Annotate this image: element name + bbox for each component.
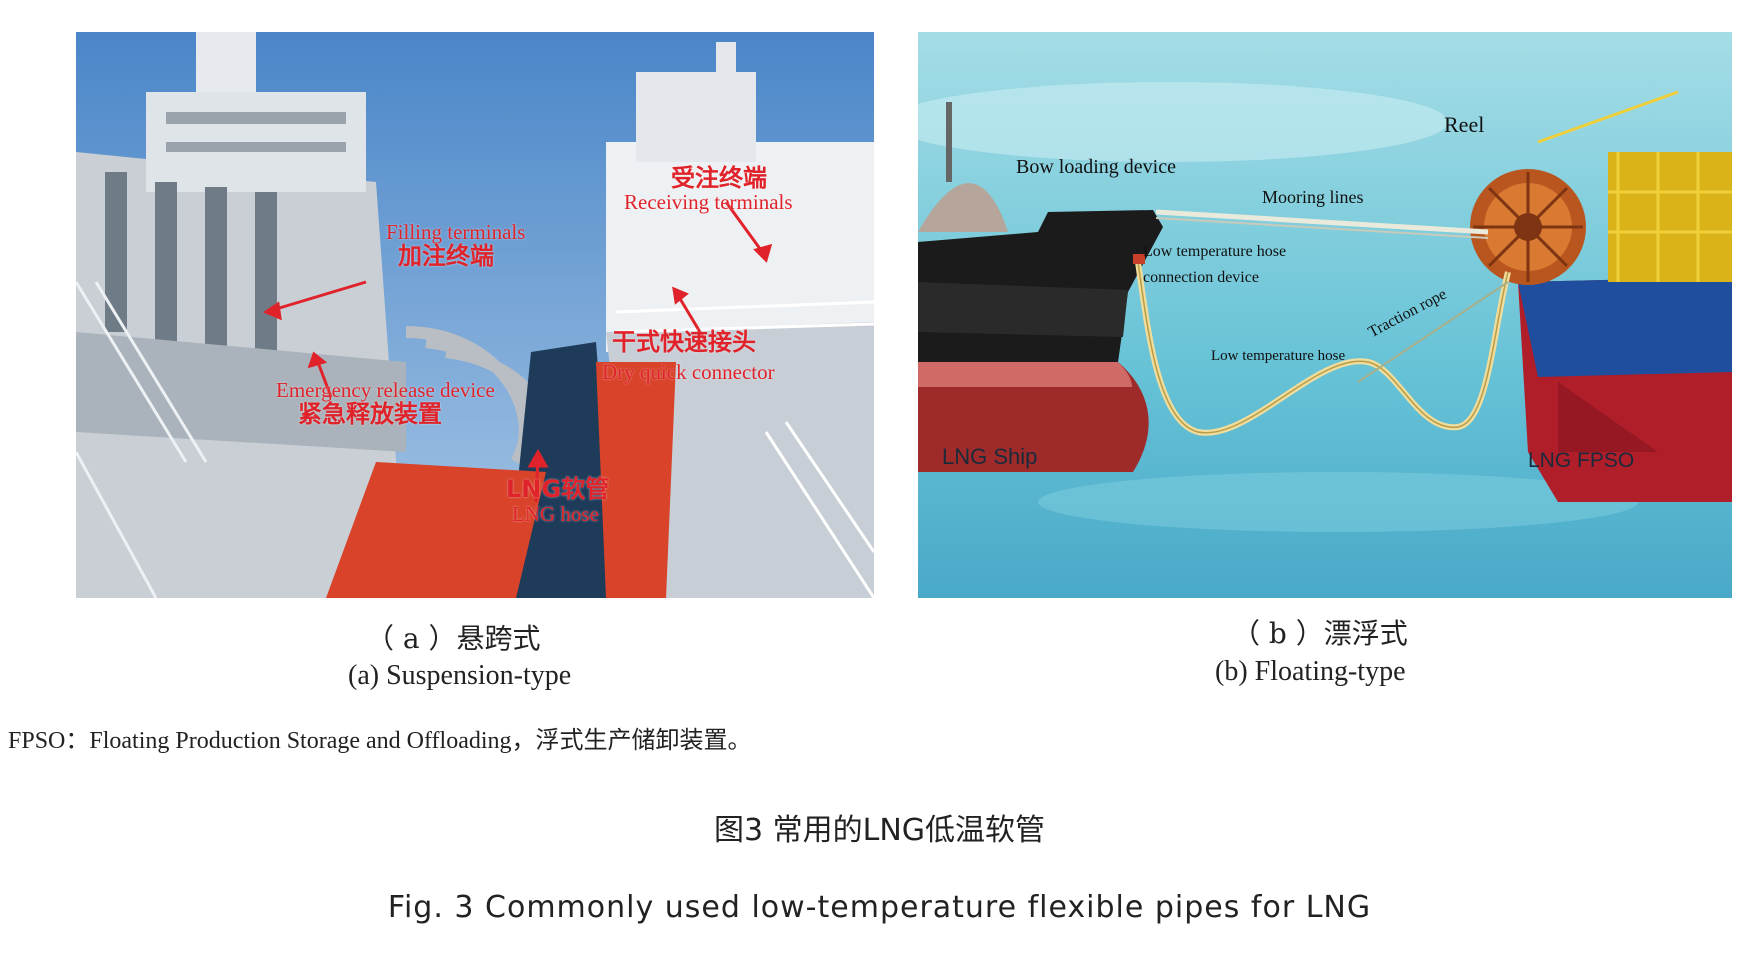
lt-hose-connection-line1-label: Low temperature hose [1143, 243, 1287, 260]
lng-ship-label: LNG Ship [942, 444, 1038, 469]
emergency-release-device-zh-label: 紧急释放装置 [298, 400, 442, 428]
emergency-release-device-en-label: Emergency release device [276, 378, 495, 402]
mooring-lines-label: Mooring lines [1262, 187, 1364, 207]
filling-terminals-zh-label: 加注终端 [398, 242, 494, 270]
fpso-note: FPSO：Floating Production Storage and Off… [8, 728, 752, 754]
dry-quick-connector-zh-label: 干式快速接头 [612, 328, 756, 356]
filling-terminals-en-label: Filling terminals [386, 220, 526, 244]
reel-label: Reel [1444, 112, 1485, 137]
bow-loading-device-label: Bow loading device [1016, 156, 1176, 178]
floating-scene-illustration [918, 32, 1732, 598]
lng-hose-zh-label: LNG软管 [506, 475, 610, 503]
caption-a-zh: （ a ）悬跨式 [366, 622, 541, 655]
dry-quick-connector-en-label: Dry quick connector [602, 360, 775, 384]
suspension-scene-illustration [76, 32, 874, 598]
figure-caption-zh: 图3 常用的LNG低温软管 [713, 813, 1046, 848]
photo-suspension-type: 受注终端 Receiving terminals Filling termina… [76, 32, 874, 598]
lt-hose-label: Low temperature hose [1211, 348, 1346, 364]
illustration-floating-type: Reel Bow loading device Mooring lines Lo… [918, 32, 1732, 598]
figure-caption-en: Fig. 3 Commonly used low-temperature fle… [387, 890, 1372, 925]
caption-b-en: (b) Floating-type [1215, 656, 1406, 687]
receiving-terminals-en-label: Receiving terminals [624, 190, 793, 214]
lng-fpso-label: LNG FPSO [1528, 449, 1635, 472]
lt-hose-connection-line2-label: connection device [1143, 269, 1259, 286]
caption-b-zh: （ b ）漂浮式 [1232, 617, 1408, 650]
caption-a-en: (a) Suspension-type [348, 660, 572, 691]
lng-hose-en-label: LNG hose [512, 502, 599, 526]
receiving-terminals-zh-label: 受注终端 [671, 164, 767, 192]
